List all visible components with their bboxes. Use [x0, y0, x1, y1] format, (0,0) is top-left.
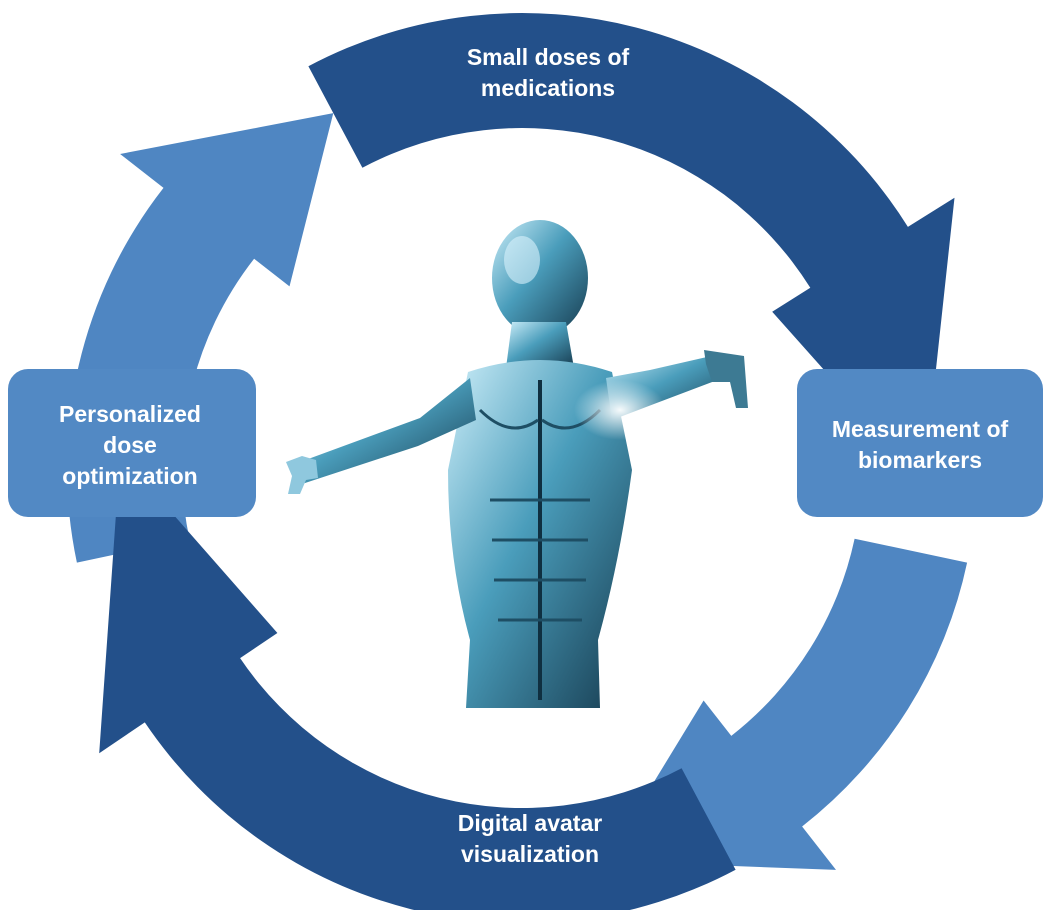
arrow-right-to-bottom: [605, 538, 968, 870]
step-label-biomarkers: Measurement of biomarkers: [831, 416, 1009, 473]
step-label-digital-avatar: Digital avatar visualization: [457, 810, 603, 867]
box-right: [797, 369, 1043, 517]
box-left: [8, 369, 256, 517]
step-label-dose-optimization: Personalized dose optimization: [59, 401, 201, 489]
arrow-top-to-right: [308, 13, 955, 482]
human-anatomy-figure-icon: [286, 220, 748, 708]
arrow-bottom-to-left: [99, 454, 736, 910]
step-label-small-doses: Small doses of medications: [466, 44, 630, 101]
